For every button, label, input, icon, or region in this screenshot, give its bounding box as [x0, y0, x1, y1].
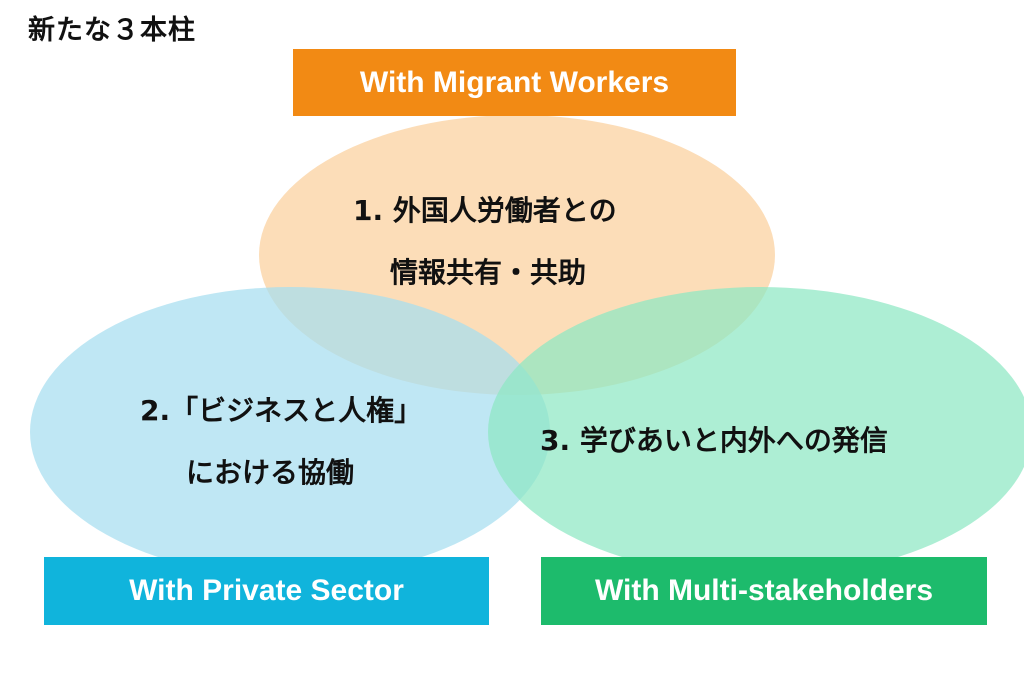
pillar-2-line-1: 2.「ビジネスと人権」	[140, 394, 423, 427]
pillar-3-text: 3. 学びあいと内外への発信	[540, 410, 980, 472]
label-with-private-sector: With Private Sector	[44, 557, 489, 625]
pillar-2-line-2: における協働	[186, 456, 355, 489]
pillar-2-text: 2.「ビジネスと人権」 における協働	[140, 380, 480, 504]
circle-multi-stakeholders	[488, 287, 1024, 577]
page-title: 新たな３本柱	[28, 15, 196, 46]
label-with-multi-stakeholders: With Multi-stakeholders	[541, 557, 987, 625]
pillar-1-line-2: 情報共有・共助	[390, 256, 587, 289]
pillar-3-line-1: 3. 学びあいと内外への発信	[540, 424, 888, 457]
pillar-1-text: 1. 外国人労働者との 情報共有・共助	[353, 180, 693, 304]
pillar-1-line-1: 1. 外国人労働者との	[353, 194, 617, 227]
label-with-migrant-workers: With Migrant Workers	[293, 49, 736, 116]
circle-private-sector	[30, 287, 550, 577]
